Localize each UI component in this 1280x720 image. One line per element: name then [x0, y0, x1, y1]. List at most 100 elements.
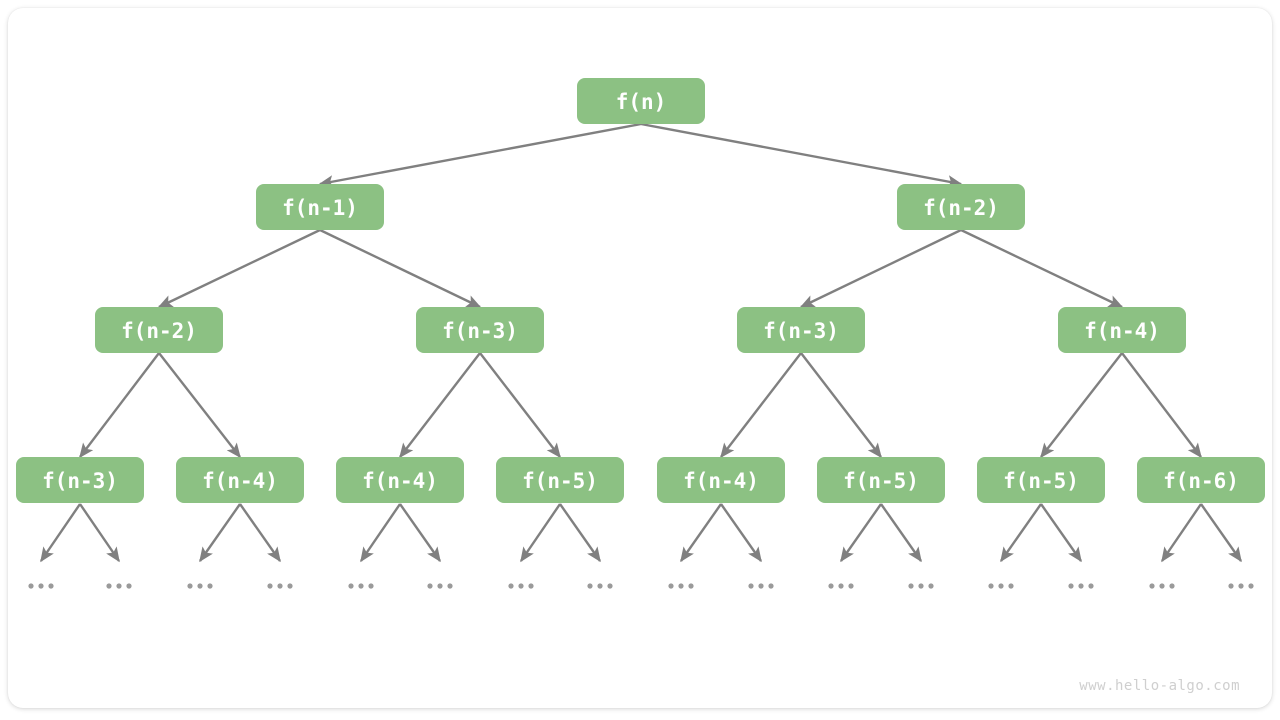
node-box	[737, 307, 865, 353]
leaf-edge	[720, 503, 762, 563]
ellipsis-dot	[1169, 583, 1175, 589]
ellipsis-dot	[116, 583, 122, 589]
tree-edge	[158, 352, 241, 459]
tree-node: f(n-4)	[336, 457, 464, 503]
ellipsis-marker	[106, 583, 132, 589]
edges-layer	[79, 122, 1202, 459]
node-label: f(n-6)	[1163, 469, 1239, 493]
ellipsis-dot	[1238, 583, 1244, 589]
ellipsis-marker	[587, 583, 613, 589]
node-box	[16, 457, 144, 503]
tree-node: f(n-3)	[737, 307, 865, 353]
tree-edge	[799, 228, 962, 309]
leaf-edge	[1200, 503, 1242, 563]
ellipsis-dot	[518, 583, 524, 589]
ellipsis-dot	[768, 583, 774, 589]
leaf-edges-layer	[40, 503, 1242, 563]
ellipsis-dot	[427, 583, 433, 589]
ellipsis-dot	[1078, 583, 1084, 589]
ellipsis-dot	[998, 583, 1004, 589]
ellipsis-dot	[607, 583, 613, 589]
node-label: f(n-4)	[1084, 319, 1160, 343]
leaf-edge	[1161, 503, 1202, 563]
nodes-layer: f(n)f(n-1)f(n-2)f(n-2)f(n-3)f(n-3)f(n-4)…	[16, 78, 1265, 503]
tree-node: f(n-6)	[1137, 457, 1265, 503]
tree-node: f(n-1)	[256, 184, 384, 230]
tree-node: f(n-4)	[176, 457, 304, 503]
tree-node: f(n-5)	[496, 457, 624, 503]
node-label: f(n-3)	[442, 319, 518, 343]
leaf-edge	[40, 503, 81, 563]
node-box	[817, 457, 945, 503]
ellipsis-dot	[267, 583, 273, 589]
tree-edge	[157, 228, 321, 309]
ellipsis-dot	[597, 583, 603, 589]
ellipsis-dot	[1159, 583, 1165, 589]
leaf-edge	[360, 503, 401, 563]
tree-edge	[79, 352, 160, 459]
node-box	[416, 307, 544, 353]
ellipsis-dot	[197, 583, 203, 589]
ellipsis-dot	[1149, 583, 1155, 589]
ellipsis-dot	[918, 583, 924, 589]
tree-node: f(n-5)	[817, 457, 945, 503]
ellipsis-marker	[1228, 583, 1254, 589]
ellipsis-dot	[828, 583, 834, 589]
node-label: f(n-2)	[121, 319, 197, 343]
ellipsis-dot	[848, 583, 854, 589]
leaf-edge	[559, 503, 601, 563]
ellipsis-marker	[267, 583, 293, 589]
ellipsis-dot	[587, 583, 593, 589]
ellipsis-marker	[348, 583, 374, 589]
leaf-edge	[399, 503, 441, 563]
tree-edge	[399, 352, 481, 459]
node-box	[577, 78, 705, 124]
node-label: f(n-4)	[362, 469, 438, 493]
ellipses-layer	[28, 583, 1254, 589]
node-box	[256, 184, 384, 230]
tree-node: f(n-4)	[1058, 307, 1186, 353]
tree-node: f(n-2)	[897, 184, 1025, 230]
leaf-edge	[79, 503, 120, 563]
tree-edge	[640, 122, 963, 188]
ellipsis-dot	[908, 583, 914, 589]
node-label: f(n-3)	[763, 319, 839, 343]
ellipsis-dot	[1248, 583, 1254, 589]
tree-node: f(n-3)	[416, 307, 544, 353]
leaf-edge	[1040, 503, 1082, 563]
leaf-edge	[880, 503, 922, 563]
leaf-edge	[239, 503, 281, 563]
ellipsis-marker	[28, 583, 54, 589]
ellipsis-dot	[988, 583, 994, 589]
node-box	[336, 457, 464, 503]
ellipsis-dot	[187, 583, 193, 589]
ellipsis-marker	[427, 583, 453, 589]
ellipsis-dot	[838, 583, 844, 589]
node-label: f(n-4)	[202, 469, 278, 493]
ellipsis-dot	[1228, 583, 1234, 589]
tree-edge	[800, 352, 882, 459]
ellipsis-marker	[748, 583, 774, 589]
ellipsis-dot	[287, 583, 293, 589]
node-box	[1137, 457, 1265, 503]
node-box	[1058, 307, 1186, 353]
ellipsis-marker	[908, 583, 934, 589]
node-box	[95, 307, 223, 353]
node-box	[897, 184, 1025, 230]
ellipsis-dot	[437, 583, 443, 589]
node-label: f(n-3)	[42, 469, 118, 493]
ellipsis-dot	[368, 583, 374, 589]
ellipsis-dot	[207, 583, 213, 589]
tree-edge	[319, 228, 482, 309]
tree-edge	[1040, 352, 1123, 459]
ellipsis-dot	[688, 583, 694, 589]
ellipsis-dot	[28, 583, 34, 589]
ellipsis-dot	[1008, 583, 1014, 589]
tree-edge	[720, 352, 802, 459]
ellipsis-dot	[1088, 583, 1094, 589]
ellipsis-dot	[38, 583, 44, 589]
node-label: f(n-5)	[1003, 469, 1079, 493]
node-box	[176, 457, 304, 503]
ellipsis-dot	[106, 583, 112, 589]
